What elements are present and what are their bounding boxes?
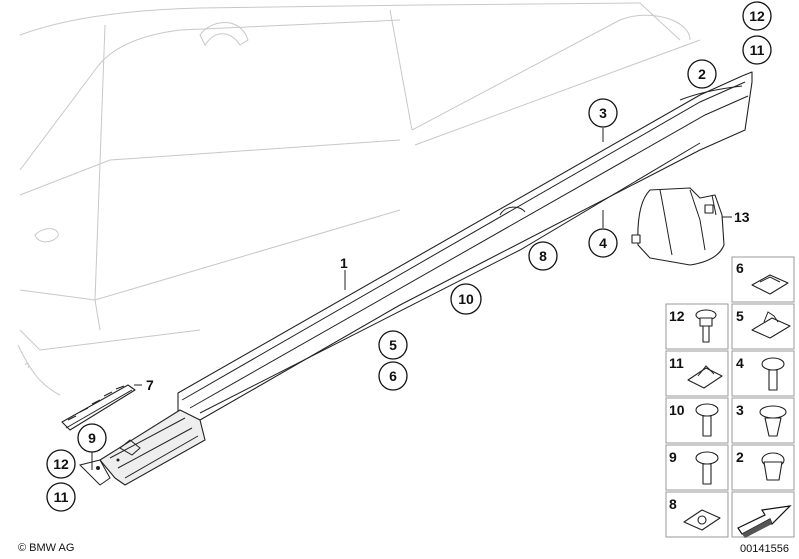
callout-label: 11 — [54, 489, 69, 505]
grid-cell-3[interactable]: 3 — [731, 397, 795, 444]
grid-label: 2 — [736, 449, 744, 465]
grid-cell-4[interactable]: 4 — [731, 350, 795, 397]
callout-label: 12 — [749, 8, 765, 24]
holder-13[interactable] — [631, 187, 732, 266]
callout-2: 2 — [687, 59, 717, 89]
fastener-grid: 6 12 5 11 4 — [665, 256, 795, 538]
grid-label: 4 — [736, 355, 744, 371]
label-part-1: 1 — [340, 255, 348, 271]
callout-8: 8 — [528, 241, 558, 271]
grid-label: 12 — [669, 308, 685, 324]
label-part-13: 13 — [734, 209, 750, 225]
callout-5: 5 — [378, 330, 408, 360]
grid-cell-2[interactable]: 2 — [731, 444, 795, 491]
drawing-number: 00141556 — [740, 543, 789, 555]
callout-6: 6 — [378, 361, 408, 391]
grid-cell-9[interactable]: 9 — [665, 444, 729, 491]
sill-front-end[interactable] — [79, 409, 206, 486]
callout-label: 3 — [599, 105, 607, 121]
callout-label: 11 — [750, 42, 765, 58]
callout-3: 3 — [588, 98, 618, 128]
grid-label: 10 — [669, 402, 685, 418]
callout-9: 9 — [77, 423, 107, 453]
leader-lines — [91, 128, 604, 470]
callout-12-bottom: 12 — [46, 449, 76, 479]
callout-label: 4 — [599, 235, 607, 251]
callout-label: 2 — [698, 66, 706, 82]
side-sill-main[interactable] — [177, 71, 753, 421]
callout-11-bottom: 11 — [46, 482, 76, 512]
callout-label: 8 — [539, 248, 547, 264]
car-body-outline — [17, 2, 701, 396]
callout-label: 6 — [389, 368, 397, 384]
grid-cell-6[interactable]: 6 — [731, 256, 795, 303]
callout-label: 9 — [88, 430, 96, 446]
grid-label: 6 — [736, 260, 744, 276]
callout-10: 10 — [450, 283, 482, 315]
grid-cell-arrow[interactable] — [731, 491, 795, 538]
grid-cell-11[interactable]: 11 — [665, 350, 729, 397]
grid-label: 3 — [736, 402, 744, 418]
callout-4: 4 — [588, 228, 618, 258]
bracket-7[interactable] — [61, 384, 136, 431]
grid-cell-12[interactable]: 12 — [665, 303, 729, 350]
grid-label: 8 — [669, 496, 677, 512]
grid-label: 5 — [736, 308, 744, 324]
copyright-text: © BMW AG — [18, 542, 74, 554]
callout-11-top: 11 — [742, 35, 772, 65]
callout-label: 10 — [458, 291, 474, 307]
grid-label: 11 — [669, 355, 684, 371]
callout-label: 12 — [53, 456, 69, 472]
grid-cell-8[interactable]: 8 — [665, 491, 729, 538]
grid-cell-10[interactable]: 10 — [665, 397, 729, 444]
callout-12-top: 12 — [742, 1, 772, 31]
callout-label: 5 — [389, 337, 397, 353]
grid-cell-5[interactable]: 5 — [731, 303, 795, 350]
label-part-7: 7 — [146, 377, 154, 393]
grid-label: 9 — [669, 449, 677, 465]
